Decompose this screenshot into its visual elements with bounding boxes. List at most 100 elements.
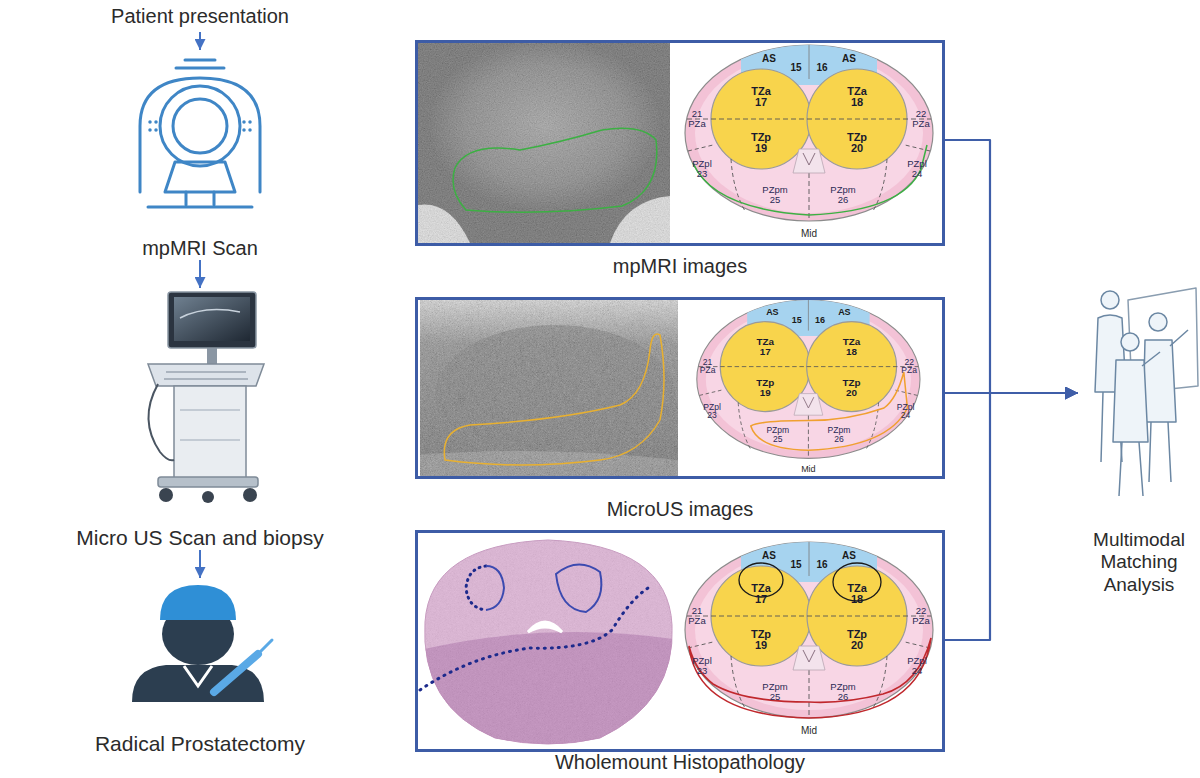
zone-label: TZp 19 <box>748 629 774 651</box>
zone-map-histology <box>685 542 933 718</box>
zone-label: PZpl 24 <box>904 656 930 675</box>
ultrasound-step: Micro US Scan and biopsy <box>50 288 350 550</box>
person-body <box>1113 360 1148 442</box>
surgical-cap <box>160 585 236 620</box>
zone-label: PZpl 23 <box>689 656 715 675</box>
urethra <box>528 622 562 632</box>
person-arm <box>1142 352 1160 366</box>
zone-label: TZa 18 <box>840 337 863 357</box>
monitor-arm <box>207 348 217 364</box>
ultrasound-image <box>420 299 678 477</box>
person-head <box>1121 333 1139 351</box>
scanner-bore <box>160 86 240 166</box>
lesion-map-outline <box>751 372 908 450</box>
zone-map-ultrasound <box>697 300 920 458</box>
scanner-housing <box>140 78 260 192</box>
scanner-bed <box>165 162 235 192</box>
surgeon-icon <box>132 585 272 702</box>
probe-cable <box>148 384 174 460</box>
zone-label: AS <box>839 551 859 561</box>
step-label: Multimodal Matching Analysis <box>1078 529 1200 597</box>
zone-label: 21 PZa <box>686 109 708 128</box>
lesion-map-outline <box>693 145 927 215</box>
zone-label: 15 <box>788 63 804 73</box>
zone-label: 15 <box>789 316 803 325</box>
zone-label: PZpl 23 <box>700 403 723 420</box>
zone-label: TZa 17 <box>753 337 776 357</box>
tumor-outline <box>556 564 601 612</box>
scanner-bore-inner <box>173 99 227 153</box>
person-legs <box>1119 442 1143 496</box>
zone-label: TZa 17 <box>748 86 774 108</box>
merge-bracket <box>945 140 1078 393</box>
person-arm <box>1170 330 1188 346</box>
zone-label: PZpl 24 <box>894 403 917 420</box>
indicator-dots <box>244 122 250 130</box>
tumor-dotted-outline <box>466 566 486 610</box>
mri-scanner-icon <box>140 60 260 207</box>
zone-label: Mid <box>795 466 822 475</box>
cart-drawer <box>180 410 240 440</box>
step-label: mpMRI Scan <box>50 236 350 260</box>
person-head <box>1149 313 1167 331</box>
start-label: Patient presentation <box>50 0 350 32</box>
cart-base <box>158 477 258 487</box>
flow-arrow <box>199 550 201 578</box>
flow-arrow <box>199 260 201 288</box>
ultrasound-background <box>420 299 678 477</box>
zone-label: 22 PZa <box>910 109 932 128</box>
person-body <box>1143 340 1176 422</box>
zone-label: PZpm 26 <box>828 185 858 204</box>
zone-label: PZpm 26 <box>828 682 858 701</box>
histology-image <box>420 538 680 760</box>
zone-label: 16 <box>814 63 830 73</box>
mri-background <box>418 43 670 243</box>
image-panel: mpMRI images <box>415 40 945 246</box>
scanner-step: mpMRI Scan <box>50 50 350 260</box>
zone-label: AS <box>763 308 781 317</box>
collar <box>184 666 212 686</box>
zone-label: TZa 18 <box>844 86 870 108</box>
zone-label: PZpm 25 <box>764 426 791 443</box>
analysis-step: Multimodal Matching Analysis <box>1078 285 1200 597</box>
keyboard-lines <box>164 372 248 379</box>
panel-caption: mpMRI images <box>418 255 942 278</box>
step-label: Micro US Scan and biopsy <box>50 525 350 550</box>
person-legs <box>1149 422 1171 482</box>
zone-label: PZpm 26 <box>826 426 853 443</box>
image-panel: Wholemount Histopathology <box>415 530 945 752</box>
control-panel <box>148 364 264 386</box>
zone-label: TZp 20 <box>840 378 863 398</box>
zone-label: AS <box>759 551 779 561</box>
zone-label: 22 PZa <box>910 606 932 625</box>
zone-label: PZpm 25 <box>760 185 790 204</box>
tissue-texture <box>420 538 676 750</box>
zone-label: 15 <box>788 560 804 570</box>
lesion-outline <box>444 334 664 465</box>
zone-label: AS <box>835 308 853 317</box>
zone-map-mri <box>685 45 933 221</box>
zone-map <box>697 300 920 458</box>
indicator-dots <box>150 122 156 130</box>
zone-label: TZa 18 <box>844 583 870 605</box>
zone-label: Mid <box>794 726 824 736</box>
mri-image <box>418 40 670 243</box>
zone-label: PZpm 25 <box>760 682 790 701</box>
screen-image <box>180 310 240 318</box>
mri-texture <box>418 43 670 243</box>
zone-label: AS <box>839 54 859 64</box>
panel-caption: MicroUS images <box>418 498 942 521</box>
zone-label: TZp 19 <box>753 378 776 398</box>
image-panel: MicroUS images <box>415 297 945 479</box>
zone-map <box>685 45 933 221</box>
zone-label: 21 PZa <box>686 606 708 625</box>
merge-bracket <box>945 393 1078 640</box>
zone-label: 22 PZa <box>899 358 919 375</box>
tumor-dotted-outline <box>420 588 648 690</box>
zone-label: TZp 19 <box>748 132 774 154</box>
ultrasound-speckle <box>420 299 678 477</box>
tumor-map-outline <box>689 638 931 718</box>
monitor <box>168 292 256 348</box>
